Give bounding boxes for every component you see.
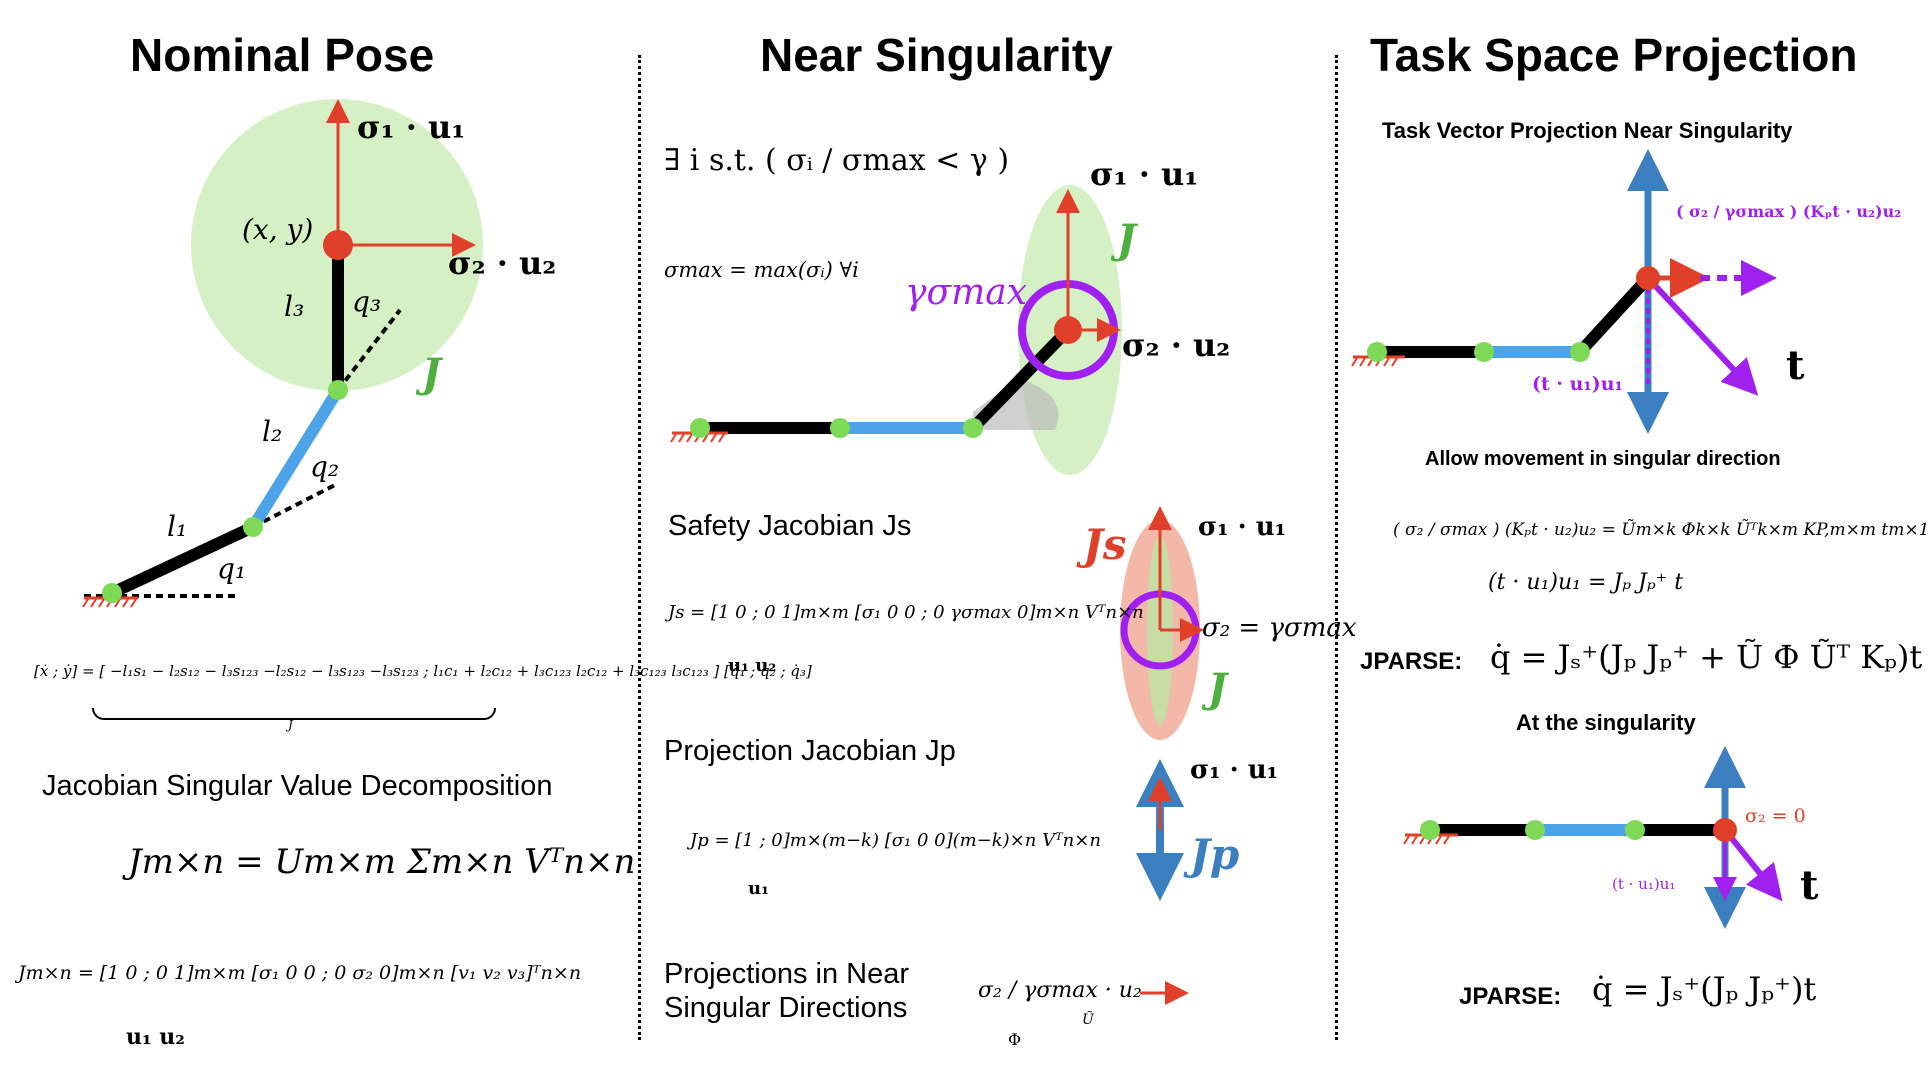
js-s1u1-label: σ₁ · u₁ — [1198, 512, 1287, 542]
divider-right — [1335, 55, 1338, 1040]
projections-equation: σ₂ / γσmax · u₂ — [978, 978, 1142, 1003]
task-t-label: t — [1786, 342, 1805, 389]
utilde-label: Ũ — [1082, 1012, 1094, 1028]
jparse-equation-2: q̇ = Jₛ⁺(Jₚ Jₚ⁺)t — [1592, 970, 1817, 1008]
near-arm — [670, 189, 1121, 443]
sigma2-zero-label: σ₂ = 0 — [1745, 805, 1806, 827]
safety-jacobian-heading: Safety Jacobian Js — [668, 510, 912, 542]
divider-left — [638, 55, 641, 1040]
task-eq2: (t · u₁)u₁ = Jₚ Jₚ⁺ t — [1488, 570, 1684, 595]
jp-label: Jp — [1190, 830, 1240, 879]
js-j-label: J — [1208, 665, 1227, 712]
task-subheading-1: Task Vector Projection Near Singularity — [1382, 118, 1793, 143]
s2-gamma-label: σ₂ = γσmax — [1202, 613, 1357, 643]
nominal-s2u2-label: σ₂ · u₂ — [448, 244, 557, 282]
jacobian-underbrace — [92, 708, 496, 720]
end-effector-label: (x, y) — [242, 213, 314, 246]
safety-jacobian-equation: Js = [1 0 ; 0 1]m×m [σ₁ 0 0 ; 0 γσmax 0]… — [668, 602, 1144, 623]
l2-label: l₂ — [262, 415, 283, 448]
jparse-label: JPARSE: — [1360, 648, 1463, 675]
q3-label: q₃ — [352, 285, 382, 318]
nominal-j-label: J — [422, 350, 441, 397]
projection-jacobian-heading: Projection Jacobian Jp — [664, 735, 956, 767]
title-near-singularity: Near Singularity — [760, 29, 1113, 81]
singularity-arm — [1403, 746, 1783, 929]
singular-projection-label: (t · u₁)u₁ — [1612, 875, 1676, 893]
near-singularity-condition: ∃ i s.t. ( σᵢ / σmax < γ ) — [664, 143, 1010, 178]
title-nominal-pose: Nominal Pose — [130, 29, 435, 81]
jparse-label-2: JPARSE: — [1459, 983, 1562, 1010]
projections-heading-line2: Singular Directions — [664, 992, 908, 1024]
safety-u-labels: u₁ u₂ — [728, 655, 777, 676]
proj-label-down: (t · u₁)u₁ — [1532, 373, 1623, 395]
nominal-arm — [82, 99, 476, 608]
q2-label: q₂ — [310, 450, 340, 483]
projection-u1-label: u₁ — [748, 878, 769, 899]
title-task-space-projection: Task Space Projection — [1370, 29, 1858, 81]
jacobian-brace-label: J — [288, 718, 293, 732]
safety-jacobian-ellipse — [1120, 506, 1204, 740]
jparse-equation: q̇ = Jₛ⁺(Jₚ Jₚ⁺ + Ũ Φ Ũᵀ Kₚ)t — [1490, 638, 1923, 676]
l3-label: l₃ — [284, 290, 305, 323]
task-projection-arm — [1351, 149, 1777, 434]
task-eq1: ( σ₂ / σmax ) (Kₚt · u₂)u₂ = Ũm×k Φk×k Ũ… — [1393, 520, 1929, 540]
sigma-max-definition: σmax = max(σᵢ) ∀i — [664, 258, 859, 282]
jacobian-equation: [ẋ ; ẏ] = [ −l₁s₁ − l₂s₁₂ − l₃s₁₂₃ −l₂s₁… — [34, 662, 812, 680]
svd-u-labels: u₁ u₂ — [126, 1024, 185, 1050]
singular-t-label: t — [1800, 862, 1819, 909]
task-subheading-3: At the singularity — [1516, 710, 1696, 735]
svd-heading: Jacobian Singular Value Decomposition — [42, 770, 553, 802]
near-s2u2-label: σ₂ · u₂ — [1122, 326, 1231, 364]
jp-s1u1-label: σ₁ · u₁ — [1190, 755, 1279, 785]
svd-equation: Jm×n = Um×m Σm×n Vᵀn×n — [128, 842, 636, 882]
nominal-s1u1-label: σ₁ · u₁ — [357, 108, 466, 146]
projections-heading-line1: Projections in Near — [664, 958, 909, 990]
near-j-label: J — [1117, 216, 1136, 263]
proj-label-top: ( σ₂ / γσmax ) (Kₚt · u₂)u₂ — [1676, 202, 1902, 221]
js-label: Js — [1083, 520, 1127, 569]
q1-label: q₁ — [217, 552, 247, 585]
l1-label: l₁ — [167, 510, 188, 543]
near-s1u1-label: σ₁ · u₁ — [1090, 155, 1199, 193]
svd-full-equation: Jm×n = [1 0 ; 0 1]m×m [σ₁ 0 0 ; 0 σ₂ 0]m… — [18, 962, 582, 984]
gamma-sigma-max-label: γσmax — [905, 272, 1027, 313]
phi-label: Φ — [1008, 1030, 1022, 1049]
task-subheading-2: Allow movement in singular direction — [1425, 448, 1781, 470]
projection-jacobian-equation: Jp = [1 ; 0]m×(m−k) [σ₁ 0 0](m−k)×n Vᵀn×… — [690, 830, 1101, 851]
